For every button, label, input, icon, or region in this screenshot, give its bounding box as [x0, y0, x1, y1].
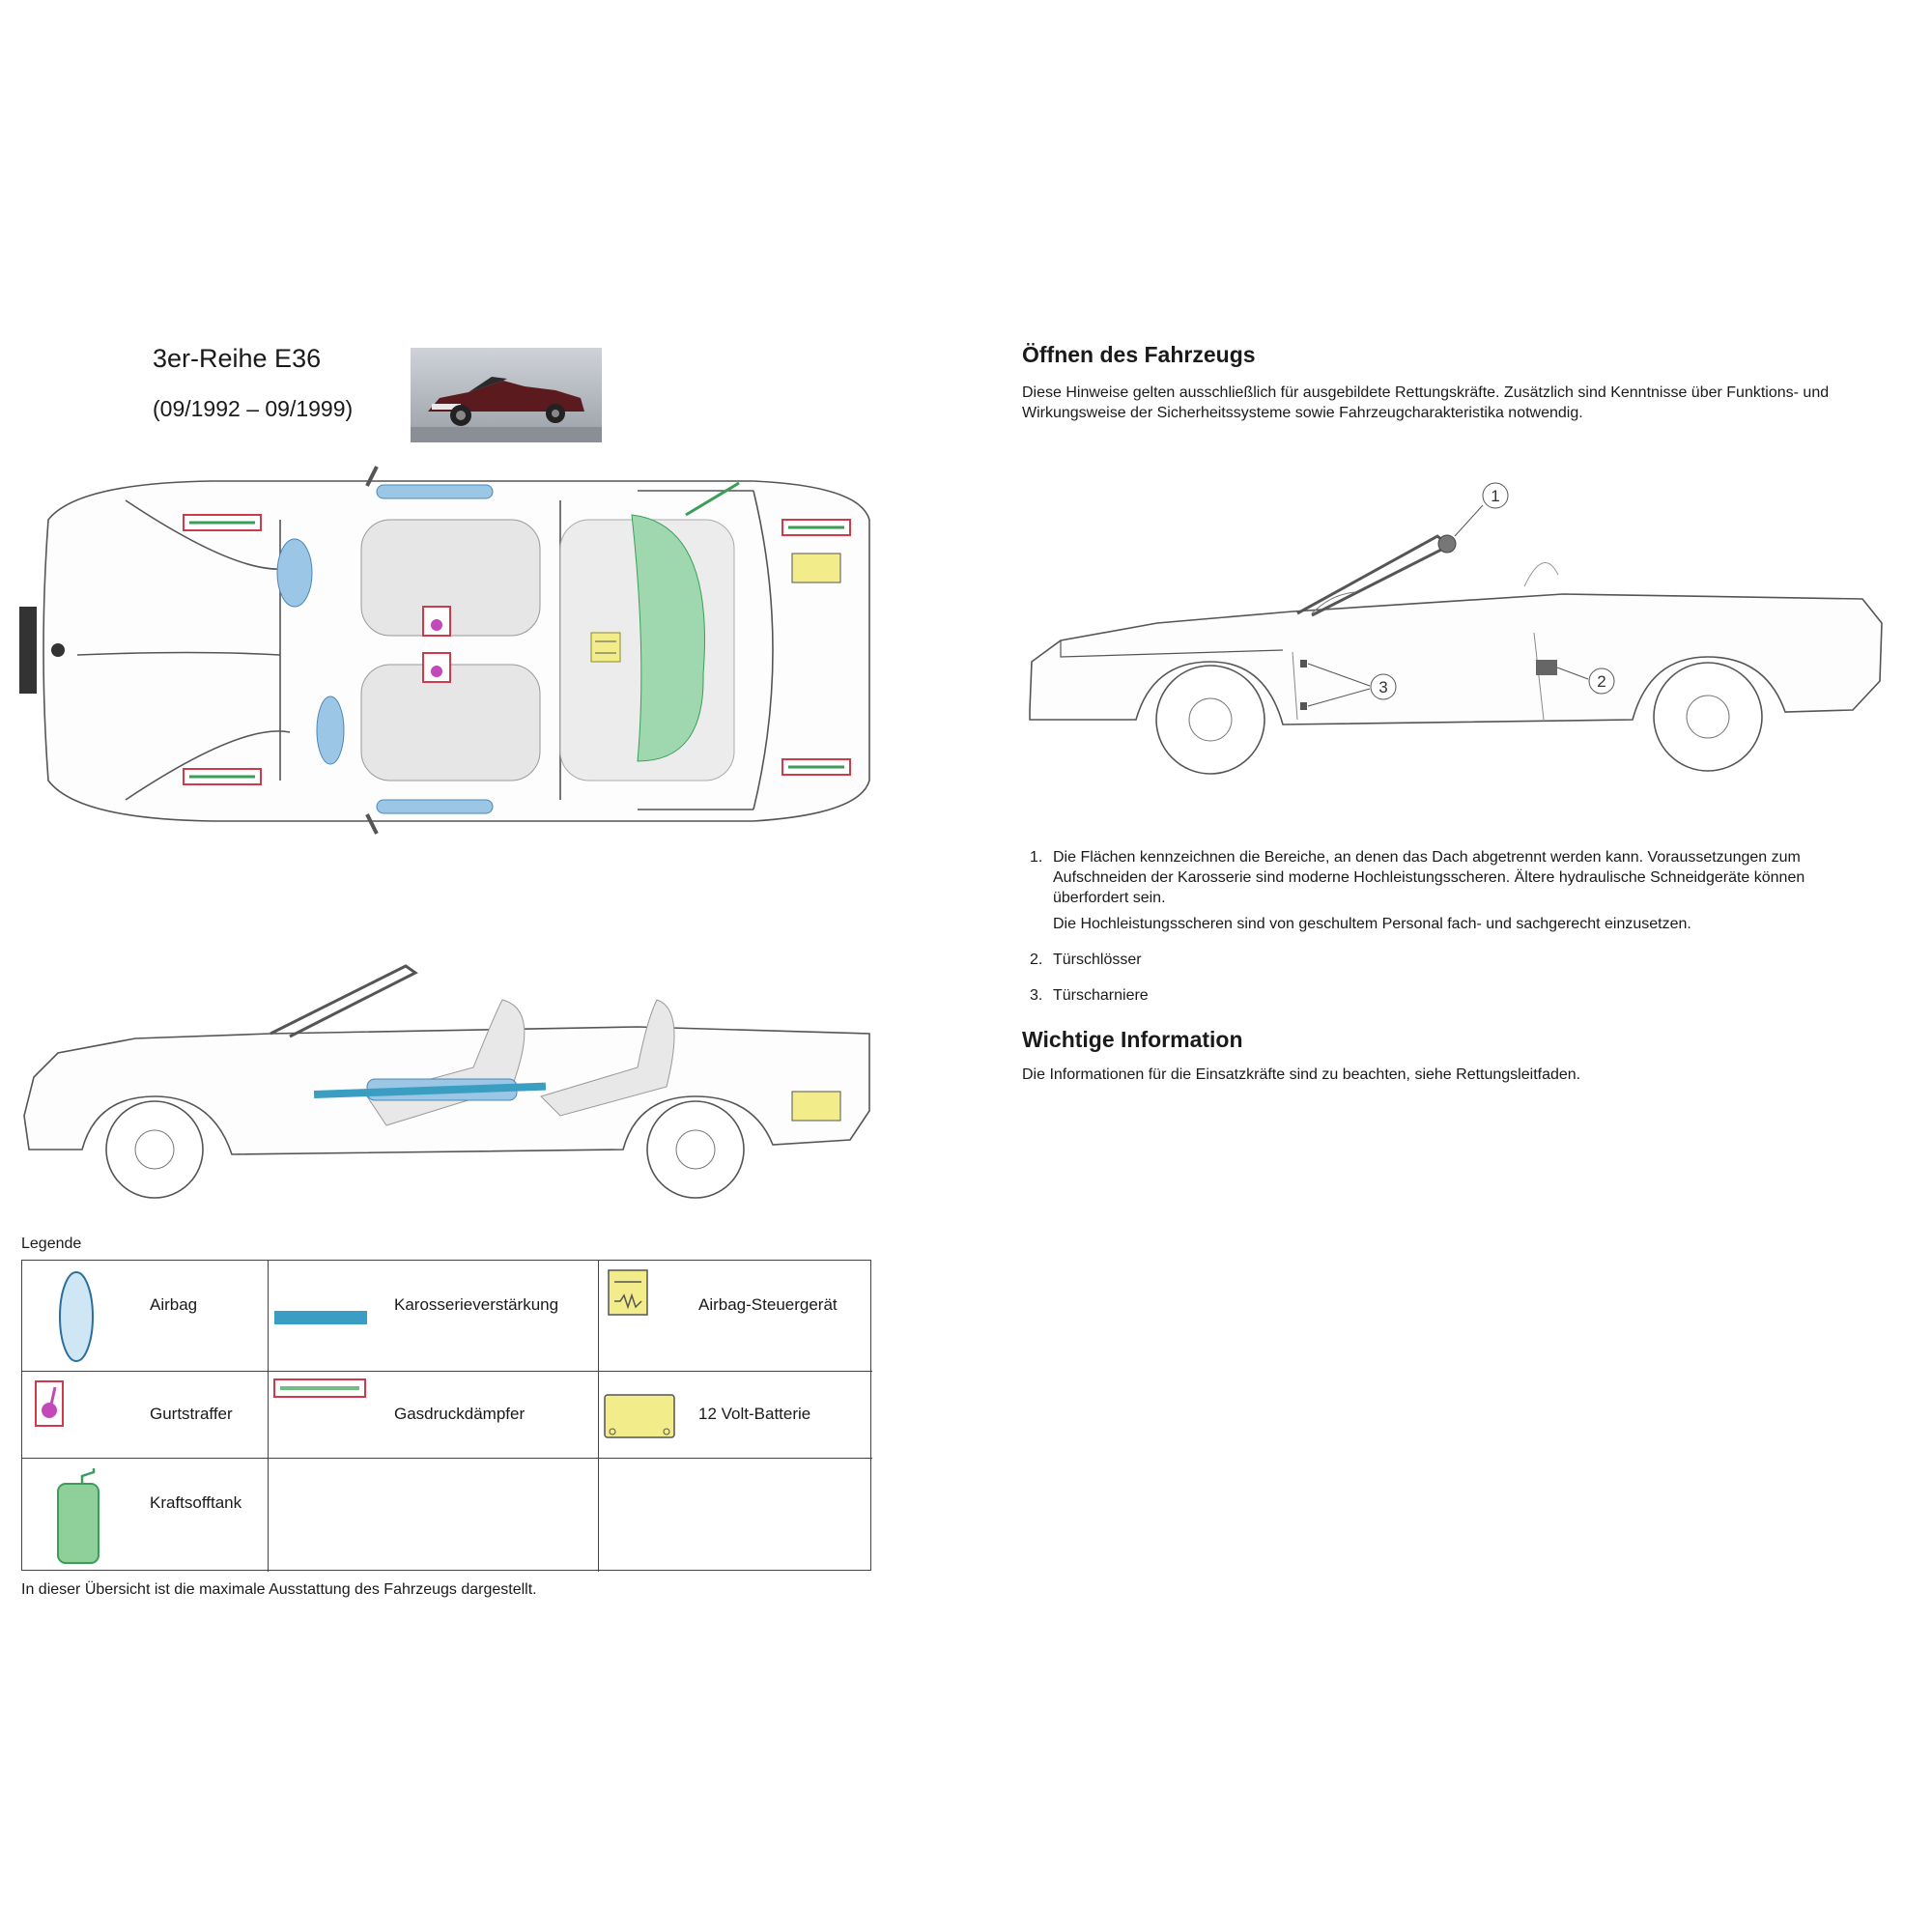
legend-label-battery: 12 Volt-Batterie: [698, 1405, 811, 1423]
door-hinge-mark: [1300, 702, 1307, 710]
belt-tensioner-icon: [35, 1380, 64, 1427]
legend-label-belt-tensioner: Gurtstraffer: [150, 1405, 233, 1423]
step-text-2: Die Hochleistungsscheren sind von geschu…: [1053, 916, 1691, 932]
steps-list: 1. Die Flächen kennzeichnen die Bereiche…: [1022, 847, 1882, 1021]
model-years: (09/1992 – 09/1999): [153, 396, 354, 421]
airbag-icon: [59, 1271, 94, 1362]
legend-note: In dieser Übersicht ist die maximale Aus…: [21, 1581, 537, 1598]
car-top-view: [19, 466, 870, 835]
passenger-airbag-icon: [316, 696, 345, 765]
fuel-tank-icon: [631, 514, 705, 762]
driver-airbag-icon: [276, 538, 313, 608]
belt-tensioner-icon: [422, 652, 451, 683]
step-text: Türscharniere: [1053, 987, 1149, 1004]
info-text: Die Informationen für die Einsatzkräfte …: [1022, 1066, 1581, 1083]
step-text: Die Flächen kennzeichnen die Bereiche, a…: [1053, 849, 1805, 906]
door-hinge-mark: [1300, 660, 1307, 668]
gas-strut-icon: [781, 519, 851, 536]
gas-strut-icon: [183, 514, 262, 531]
cutting-diagram: 1 2 3: [1029, 482, 1883, 775]
gas-strut-icon: [183, 768, 262, 785]
step-item: 2. Türschlösser: [1030, 952, 1142, 968]
legend-label-fuel-tank: Kraftsofftank: [150, 1493, 242, 1512]
legend-cell-empty: [599, 1459, 872, 1572]
callout-2: 2: [1588, 668, 1615, 695]
callout-3: 3: [1370, 673, 1397, 700]
car-photo: [411, 348, 602, 442]
belt-tensioner-icon: [422, 606, 451, 637]
model-title: 3er-Reihe E36: [153, 344, 322, 373]
step-item: 1. Die Flächen kennzeichnen die Bereiche…: [1022, 847, 1882, 940]
legend-label-body-reinforcement: Karosserieverstärkung: [394, 1295, 559, 1314]
legend-cell-gas-strut: Gasdruckdämpfer: [269, 1372, 599, 1459]
legend-label-airbag: Airbag: [150, 1295, 198, 1314]
callout-1: 1: [1482, 482, 1509, 509]
gas-strut-icon: [781, 758, 851, 776]
car-side-view: [23, 964, 870, 1199]
side-airbag-top: [376, 484, 494, 499]
door-lock-mark: [1536, 660, 1557, 675]
airbag-control-unit-icon: [590, 632, 621, 663]
svg-text:3: 3: [1378, 678, 1387, 696]
legend-label-gas-strut: Gasdruckdämpfer: [394, 1405, 526, 1423]
legend-table: Airbag Karosserieverstärkung Airbag-Steu…: [21, 1260, 872, 1572]
body-reinforcement-icon: [313, 1082, 547, 1099]
legend-cell-battery: 12 Volt-Batterie: [599, 1372, 872, 1459]
battery-icon: [604, 1394, 675, 1438]
legend-cell-body-reinforcement: Karosserieverstärkung: [269, 1261, 599, 1372]
svg-text:1: 1: [1491, 487, 1499, 505]
legend-cell-fuel-tank: Kraftsofftank: [22, 1459, 269, 1572]
side-airbag-bottom: [376, 799, 494, 814]
battery-icon: [791, 1091, 841, 1122]
gas-strut-icon: [273, 1378, 366, 1398]
airbag-control-unit-icon: [608, 1269, 648, 1316]
legend-cell-airbag-control-unit: Airbag-Steuergerät: [599, 1261, 872, 1372]
step-text: Türschlösser: [1053, 952, 1142, 968]
step-item: 3. Türscharniere: [1030, 987, 1149, 1004]
legend-label-airbag-control-unit: Airbag-Steuergerät: [698, 1295, 838, 1314]
legend-cell-belt-tensioner: Gurtstraffer: [22, 1372, 269, 1459]
battery-icon: [791, 553, 841, 583]
opening-heading: Öffnen des Fahrzeugs: [1022, 342, 1256, 367]
legend-cell-empty: [269, 1459, 599, 1572]
fuel-tank-icon: [57, 1468, 99, 1564]
body-reinforcement-icon: [274, 1311, 367, 1324]
svg-text:2: 2: [1597, 672, 1605, 691]
opening-intro: Diese Hinweise gelten ausschließlich für…: [1022, 384, 1830, 421]
legend-cell-airbag: Airbag: [22, 1261, 269, 1372]
legend-heading: Legende: [21, 1236, 82, 1252]
info-heading: Wichtige Information: [1022, 1027, 1243, 1052]
